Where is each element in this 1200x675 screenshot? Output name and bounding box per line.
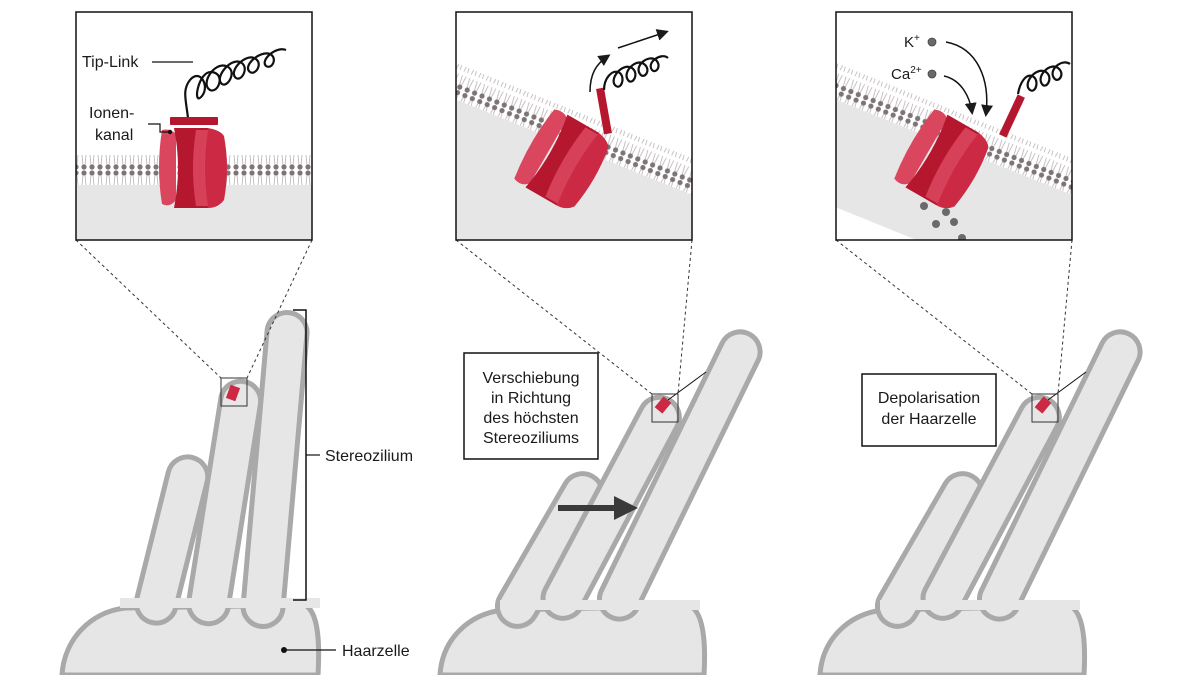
pull-arrow-2 xyxy=(617,29,669,49)
shift-note-line1: Verschiebung xyxy=(483,370,580,387)
inflowing-ion xyxy=(932,220,940,228)
stereocilium-tall xyxy=(977,329,1143,622)
ion-channel-label-line1: Ionen- xyxy=(89,105,134,122)
ca-influx-arrow xyxy=(943,75,977,115)
stereocilium-label: Stereozilium xyxy=(325,448,413,465)
ion-channel-closed xyxy=(159,117,227,208)
panel-1-resting: Tip-Link Ionen- kanal Stereozilium Haarz… xyxy=(59,11,413,675)
hair-cell-1 xyxy=(59,310,322,675)
gate-lid xyxy=(999,94,1025,138)
tip-link-spring xyxy=(1016,61,1071,95)
stereocilium-short xyxy=(133,454,211,626)
ion-channel-open xyxy=(894,109,989,209)
tip-link-spring xyxy=(184,48,287,119)
panel-2-deflection: Verschiebung in Richtung des höchsten St… xyxy=(437,11,763,675)
ca-ion-label: Ca2+ xyxy=(891,65,922,83)
stereocilium-mid xyxy=(186,378,264,627)
stereocilium-tall xyxy=(240,310,310,629)
inflowing-ion xyxy=(958,234,966,240)
shift-note-line2: in Richtung xyxy=(491,390,571,407)
shift-note-line3: des höchsten xyxy=(483,410,578,427)
tip-link-spring xyxy=(602,55,669,91)
inflowing-ion xyxy=(920,202,928,210)
k-ion-label: K+ xyxy=(904,33,920,51)
depolarisation-note-line2: der Haarzelle xyxy=(881,411,976,428)
inset-box-3 xyxy=(835,11,1073,241)
zoom-source-box xyxy=(651,393,679,423)
inflowing-ion xyxy=(942,208,950,216)
depolarisation-note-line1: Depolarisation xyxy=(878,390,980,407)
gate-lid xyxy=(596,87,612,135)
pull-arrow-1 xyxy=(589,54,611,93)
ion-channel-mini xyxy=(1034,396,1052,414)
hair-cell-3 xyxy=(817,329,1143,675)
shift-note-box: Verschiebung in Richtung des höchsten St… xyxy=(463,352,599,460)
hair-cell-label: Haarzelle xyxy=(342,643,410,660)
stereocilium-tall xyxy=(597,329,763,622)
ion-channel-label-line2: kanal xyxy=(95,127,133,144)
ion-channel-mini xyxy=(225,384,241,402)
inset-box-1 xyxy=(75,11,313,241)
inset-box-2 xyxy=(455,11,693,241)
inflowing-ion xyxy=(950,218,958,226)
panel-3-depolarisation: K+ Ca2+ Depolarisation der Haarzelle xyxy=(817,11,1143,675)
deflection-arrow xyxy=(558,496,638,520)
depolarisation-note-box: Depolarisation der Haarzelle xyxy=(861,373,997,447)
zoom-source-box xyxy=(220,377,248,407)
ca-ion xyxy=(927,69,937,79)
tip-link-label: Tip-Link xyxy=(82,54,139,71)
zoom-source-box xyxy=(1031,393,1059,423)
k-ion xyxy=(927,37,937,47)
k-influx-arrow xyxy=(945,41,994,117)
ion-channel-mini xyxy=(654,396,672,414)
shift-note-line4: Stereoziliums xyxy=(483,430,579,447)
hair-cell-2 xyxy=(437,329,763,675)
ion-channel-open xyxy=(514,109,609,209)
